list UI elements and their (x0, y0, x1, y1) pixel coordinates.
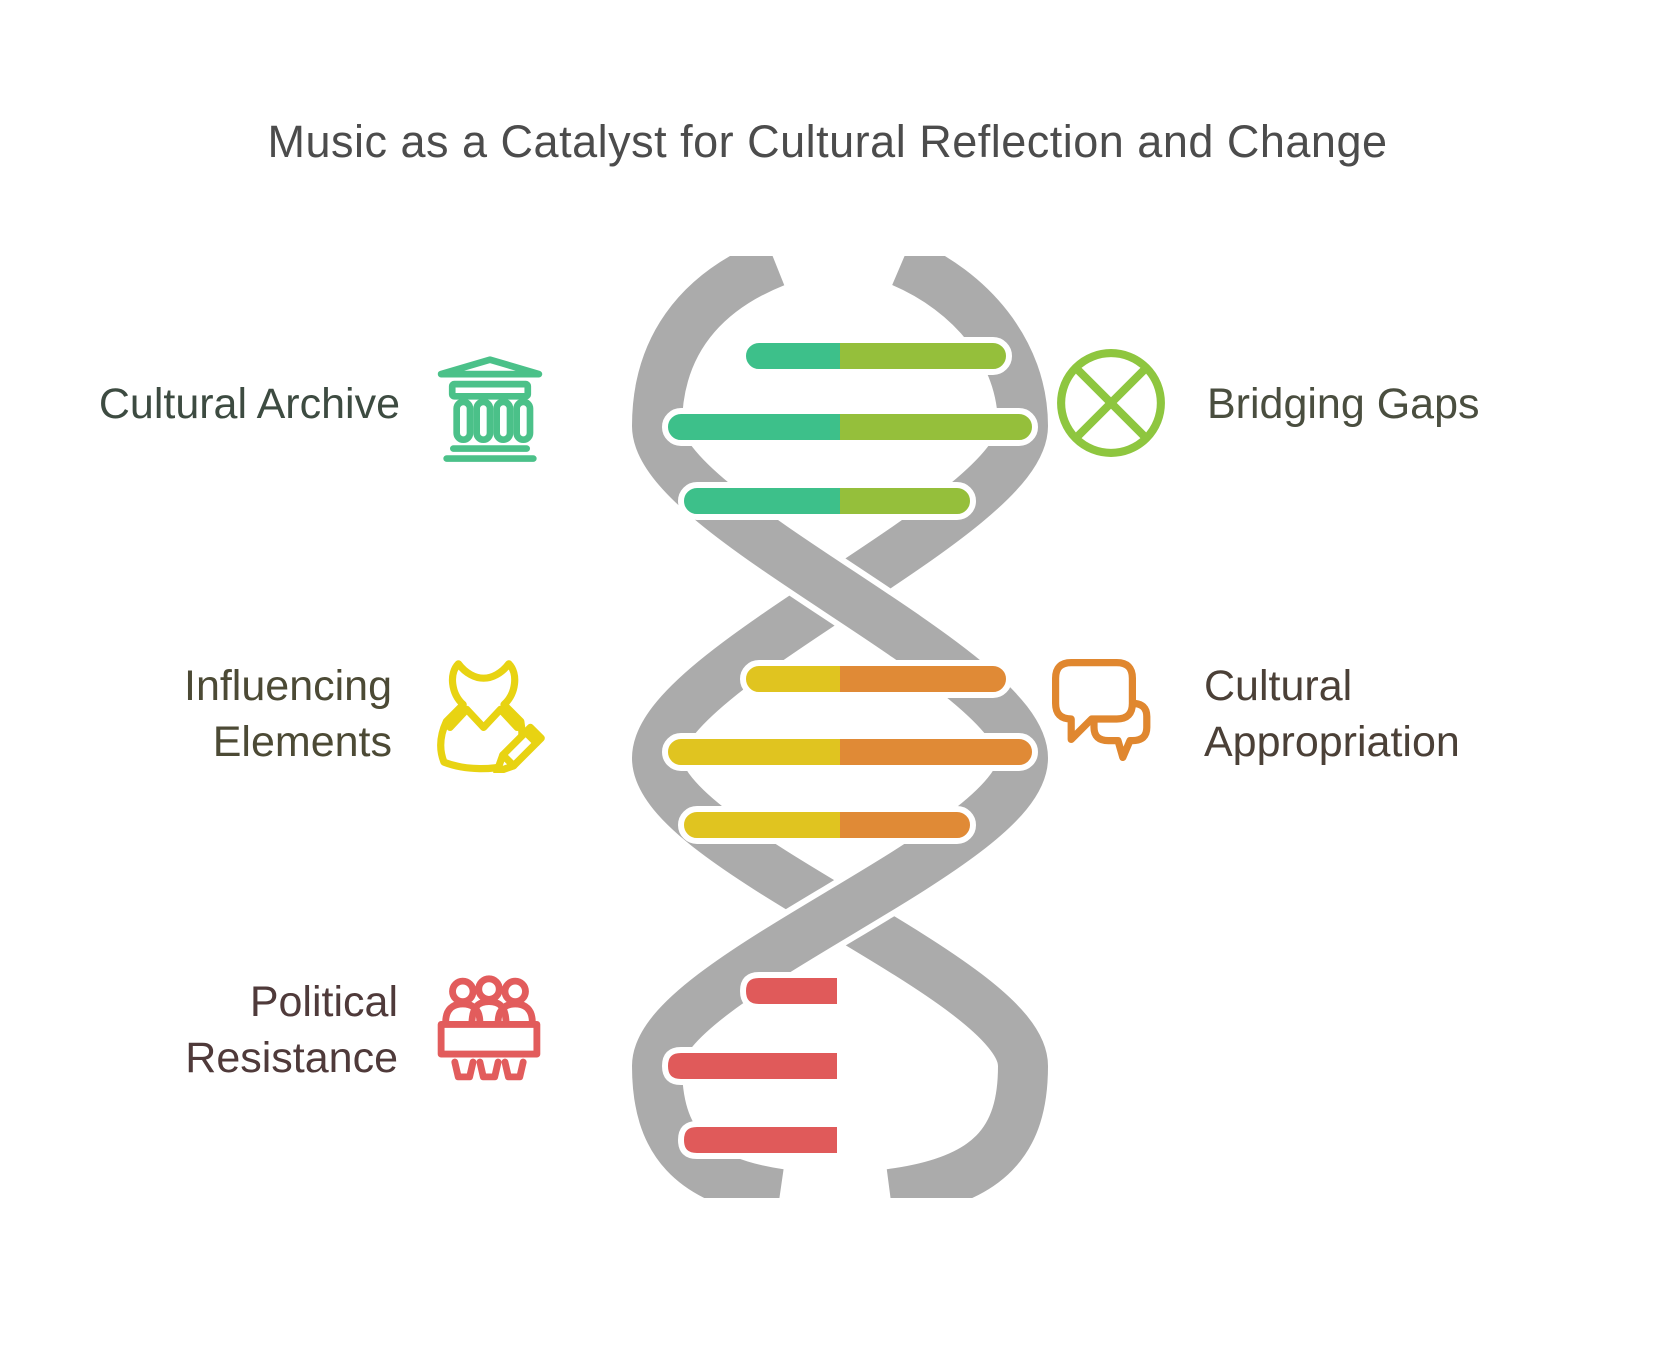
page-title: Music as a Catalyst for Cultural Reflect… (267, 116, 1388, 167)
node-cultural-archive: Cultural Archive (58, 330, 546, 480)
museum-icon (434, 343, 546, 468)
node-cultural-appropriation: Cultural Appropriation (1046, 652, 1534, 778)
node-bridging-gaps: Bridging Gaps (1053, 347, 1480, 463)
helix-rung-mid-1 (740, 660, 1012, 698)
political-resistance-label: Political Resistance (185, 978, 398, 1082)
helix-rung-top-2 (662, 408, 1038, 446)
people-table-icon (432, 972, 546, 1091)
cultural-archive-label: Cultural Archive (98, 380, 400, 429)
helix-rung-top-3 (678, 482, 976, 520)
helix-rung-mid-2 (662, 733, 1038, 771)
influencing-elements-label: Influencing Elements (184, 662, 392, 766)
speech-bubbles-icon (1046, 653, 1166, 778)
dress-pencil-icon (426, 653, 546, 778)
node-political-resistance: Political Resistance (58, 970, 546, 1092)
circle-x-icon (1053, 345, 1169, 466)
dna-helix-graphic (625, 256, 1055, 1198)
helix-rung-bottom-2 (661, 1047, 843, 1085)
helix-rung-top-1 (740, 337, 1012, 375)
helix-strand-back (625, 256, 1055, 1198)
helix-rung-bottom-3 (677, 1121, 843, 1159)
helix-rung-bottom-1 (739, 972, 843, 1010)
cultural-appropriation-label: Cultural Appropriation (1204, 662, 1460, 766)
helix-rung-mid-3 (678, 806, 976, 844)
bridging-gaps-label: Bridging Gaps (1207, 380, 1480, 429)
node-influencing-elements: Influencing Elements (58, 652, 546, 778)
